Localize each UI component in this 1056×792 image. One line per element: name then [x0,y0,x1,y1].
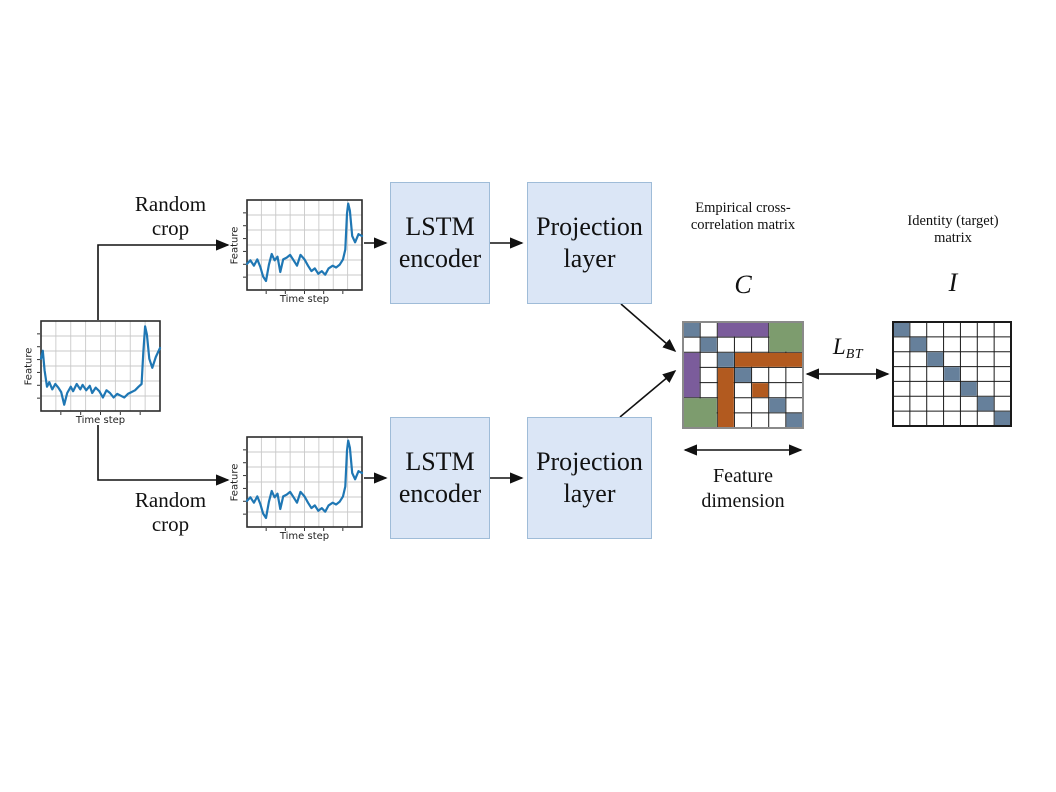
augmented-series-chart-bottom [243,436,364,531]
arrow-projection-top-to-matrix [620,303,677,353]
projection-layer-box-top: Projection layer [527,182,652,304]
x-axis-label: Time step [75,415,126,426]
y-axis-label: Feature [23,347,35,385]
empirical-matrix-title: Empirical cross-correlation matrix [690,200,796,234]
loss-subscript: BT [845,347,864,362]
cross-correlation-matrix [682,321,804,429]
y-axis-label-wrap: Feature [228,200,242,290]
y-axis-label-wrap: Feature [228,437,242,527]
y-axis-label: Feature [229,226,241,264]
feature-dimension-label: Feature dimension [701,465,785,512]
i-symbol: I [948,268,958,297]
augmented-series-plot-top: Feature Time step [230,199,364,305]
identity-matrix-title: Identity (target) matrix [907,213,999,247]
identity-matrix [892,321,1012,427]
arrow-random-crop-bottom [97,425,230,486]
random-crop-label-bottom: Random crop [134,488,207,536]
y-axis-label-wrap: Feature [22,321,36,411]
original-series-chart [37,320,162,415]
projection-layer-box-bottom: Projection layer [527,417,652,539]
loss-label: LBT [806,334,890,363]
c-symbol: C [734,270,752,299]
x-axis-label: Time step [279,531,330,542]
random-crop-label-top: Random crop [134,192,207,240]
x-axis-label: Time step [279,294,330,305]
arrow-random-crop-top [97,239,230,320]
augmented-series-plot-bottom: Feature Time step [230,436,364,542]
y-axis-label: Feature [229,463,241,501]
lstm-encoder-box-bottom: LSTM encoder [390,417,490,539]
original-series-plot: Feature Time step [24,320,162,426]
loss-main: L [832,334,846,359]
augmented-series-chart-top [243,199,364,294]
arrow-projection-bottom-to-matrix [619,369,677,418]
lstm-encoder-box-top: LSTM encoder [390,182,490,304]
